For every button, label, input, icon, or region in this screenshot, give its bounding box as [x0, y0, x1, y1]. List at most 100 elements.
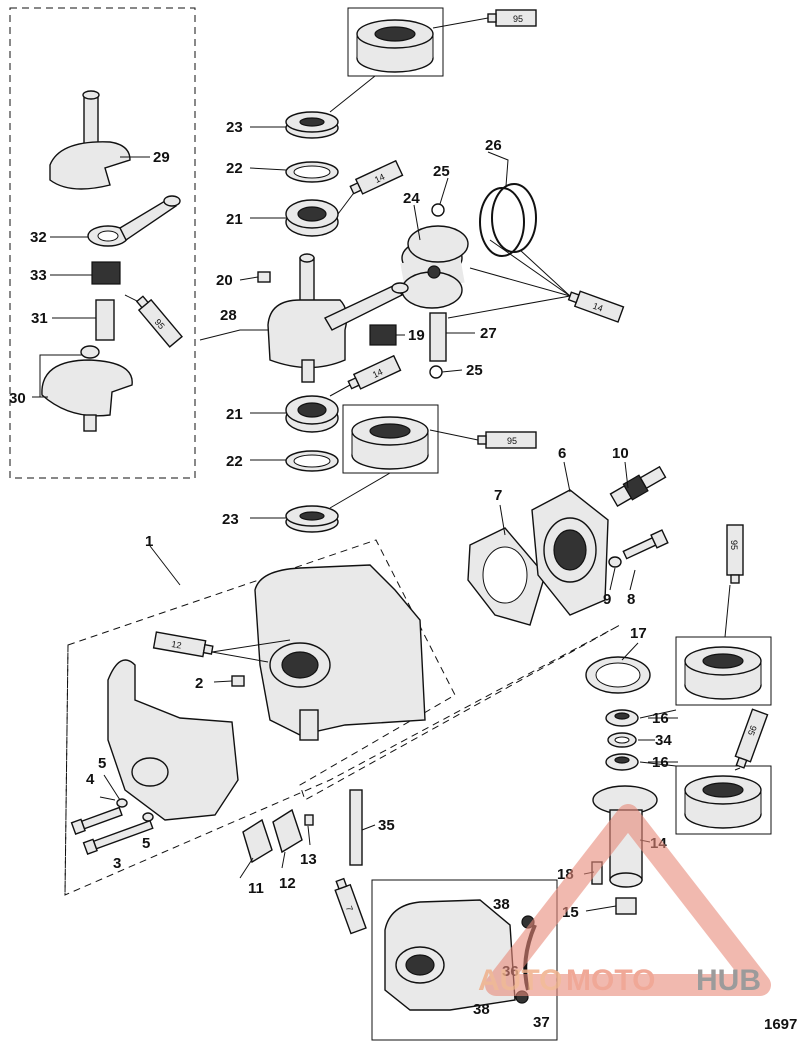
- callout-21b: 21: [226, 406, 243, 423]
- seal-ring-detail-top: [356, 19, 434, 73]
- callout-21a: 21: [226, 211, 243, 228]
- oil-seal-bottom: [285, 505, 339, 533]
- callout-31: 31: [31, 310, 48, 327]
- callout-13: 13: [300, 851, 317, 868]
- callout-23a: 23: [226, 119, 243, 136]
- piston-rings: [479, 183, 537, 257]
- crankshaft-assembly: [267, 253, 409, 383]
- seal-ring-detail-right-lower: [684, 775, 762, 829]
- tube-label: 95: [729, 540, 739, 550]
- circlip-top: [431, 203, 445, 217]
- woodruff-key: [257, 271, 271, 283]
- callout-25a: 25: [433, 163, 450, 180]
- tube-label: 14: [371, 367, 384, 380]
- cover-bolt-short: [70, 806, 123, 835]
- callout-6: 6: [558, 445, 566, 462]
- cylinder-head: [531, 489, 609, 616]
- housing-gasket: [585, 656, 651, 694]
- needle-bearing: [369, 324, 397, 346]
- callout-37: 37: [533, 1014, 550, 1031]
- connecting-rod-small: [87, 195, 181, 247]
- circlip-bottom: [429, 365, 443, 379]
- washer-ring-bottom: [285, 450, 339, 472]
- bushing: [615, 897, 637, 915]
- callout-3: 3: [113, 855, 121, 872]
- sealant-tube-12: 12: [152, 631, 214, 658]
- callout-16b: 16: [652, 754, 669, 771]
- callout-2: 2: [195, 675, 203, 692]
- cylinder-head-gasket: [467, 527, 546, 626]
- crankcase-dashed-outline: [64, 539, 621, 896]
- callout-25b: 25: [466, 362, 483, 379]
- sealant-tube-14-right: 14: [567, 290, 625, 323]
- head-bolt: [622, 529, 669, 560]
- callout-20: 20: [216, 272, 233, 289]
- tube-label: 14: [373, 172, 386, 185]
- tube-label: 95: [513, 14, 523, 24]
- spacer-ring: [607, 732, 637, 748]
- drive-shaft-tube: [349, 789, 363, 866]
- callout-1: 1: [145, 533, 153, 550]
- callout-12: 12: [279, 875, 296, 892]
- crank-upper-half: [49, 90, 131, 190]
- sealant-tube-7: 7: [334, 877, 367, 935]
- callout-29: 29: [153, 149, 170, 166]
- callout-5b: 5: [142, 835, 150, 852]
- sealant-tube-95-right-lower: 95: [734, 708, 769, 769]
- cover-bolt-long: [82, 819, 154, 855]
- reed-screw: [304, 814, 314, 826]
- callout-22a: 22: [226, 160, 243, 177]
- bolt-washer: [608, 556, 622, 568]
- oil-seal-upper-right: [605, 709, 639, 727]
- callout-16a: 16: [652, 710, 669, 727]
- crankshaft-kit-dashed-box: [9, 7, 196, 479]
- tube-label: 95: [746, 724, 759, 737]
- washer-5b: [142, 812, 154, 822]
- tube-label: 14: [591, 301, 604, 314]
- callout-7: 7: [494, 487, 502, 504]
- callout-24: 24: [403, 190, 420, 207]
- tube-label: 95: [507, 436, 517, 446]
- callout-8: 8: [627, 591, 635, 608]
- oil-seal-lower-right: [605, 753, 639, 771]
- crankcase-cover: [107, 659, 239, 821]
- cylinder-block: [254, 564, 426, 741]
- callout-38b: 38: [473, 1001, 490, 1018]
- callout-34: 34: [655, 732, 672, 749]
- watermark-text-part3: HUB: [696, 964, 761, 997]
- dowel-pin: [231, 675, 245, 687]
- callout-38a: 38: [493, 896, 510, 913]
- callout-11: 11: [248, 880, 264, 897]
- needle-bearing-small: [91, 261, 121, 285]
- tube-label: 12: [171, 639, 183, 651]
- reed-plate-11: [242, 818, 273, 864]
- washer-ring-top: [285, 161, 339, 183]
- callout-27: 27: [480, 325, 497, 342]
- sealant-tube-95-left: 95: [135, 295, 183, 348]
- callout-10: 10: [612, 445, 629, 462]
- callout-22b: 22: [226, 453, 243, 470]
- reed-plate-12: [272, 808, 303, 854]
- callout-23b: 23: [222, 511, 239, 528]
- sealant-tube-95-top: 95: [487, 9, 537, 27]
- block-rear-view: [384, 899, 537, 1011]
- callout-33: 33: [30, 267, 47, 284]
- seal-ring-detail-middle: [351, 416, 429, 470]
- leader-lines-rings: [447, 239, 571, 319]
- ball-bearing-bottom: [285, 395, 339, 433]
- crank-pin: [95, 299, 115, 341]
- seal-ring-detail-right-upper: [684, 646, 762, 700]
- callout-4: 4: [86, 771, 95, 788]
- callout-17: 17: [630, 625, 647, 642]
- sealant-tube-95-middle: 95: [477, 431, 537, 449]
- callout-19: 19: [408, 327, 425, 344]
- callout-9: 9: [603, 591, 611, 608]
- watermark-text-part2: MOTO: [566, 964, 655, 997]
- tube-label: 7: [344, 904, 355, 912]
- watermark-text-part1: AUTO: [478, 964, 562, 997]
- crank-lower-half: [41, 345, 133, 432]
- callout-labels: 1 2 3 4 5 5 6 7 8 9 10 11 12 13 14 15 16…: [9, 119, 672, 1031]
- tube-label: 95: [153, 317, 167, 331]
- callout-26: 26: [485, 137, 502, 154]
